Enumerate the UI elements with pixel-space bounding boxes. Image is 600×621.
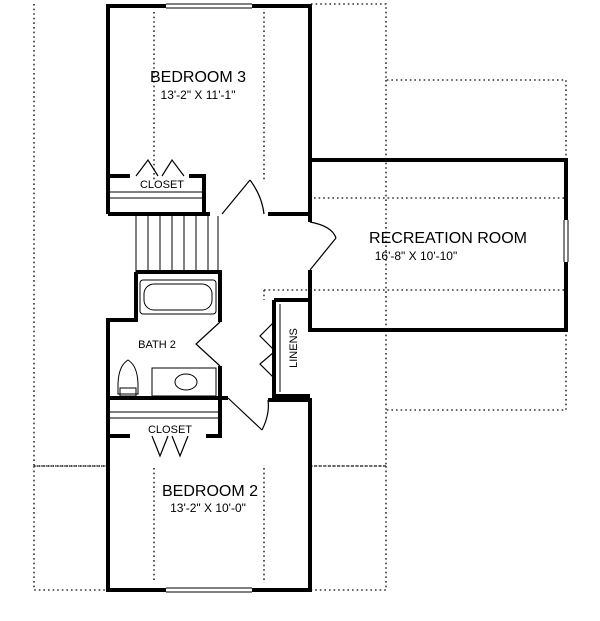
roof-outline (33, 3, 567, 591)
recreation-dims: 16'-8" X 10'-10" (375, 249, 457, 263)
walls (106, 4, 568, 592)
bath2-name: BATH 2 (138, 339, 176, 351)
recreation-name: RECREATION ROOM (369, 230, 527, 247)
bedroom3-name: BEDROOM 3 (150, 69, 246, 86)
closet-upper-label: CLOSET (140, 179, 184, 191)
bedroom3-dims: 13'-2" X 11'-1" (161, 88, 236, 102)
bedroom2-name: BEDROOM 2 (162, 483, 258, 500)
linens-label: LINENS (288, 328, 300, 368)
detail-lines (108, 3, 569, 593)
closet-lower-label: CLOSET (148, 424, 192, 436)
bedroom2-dims: 13'-2" X 10'-0" (170, 501, 246, 515)
doors (135, 158, 337, 458)
